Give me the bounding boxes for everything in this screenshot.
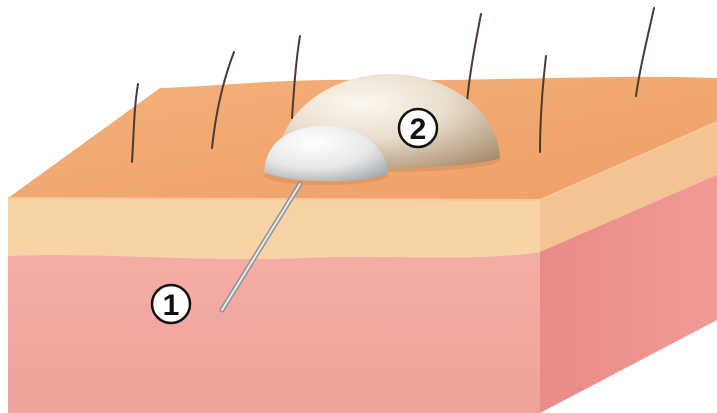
dermis-front-face	[8, 252, 540, 413]
callout-2-label: 2	[410, 113, 427, 146]
callout-2: 2	[399, 109, 437, 147]
callout-1: 1	[152, 285, 190, 323]
callout-1-label: 1	[163, 289, 180, 322]
